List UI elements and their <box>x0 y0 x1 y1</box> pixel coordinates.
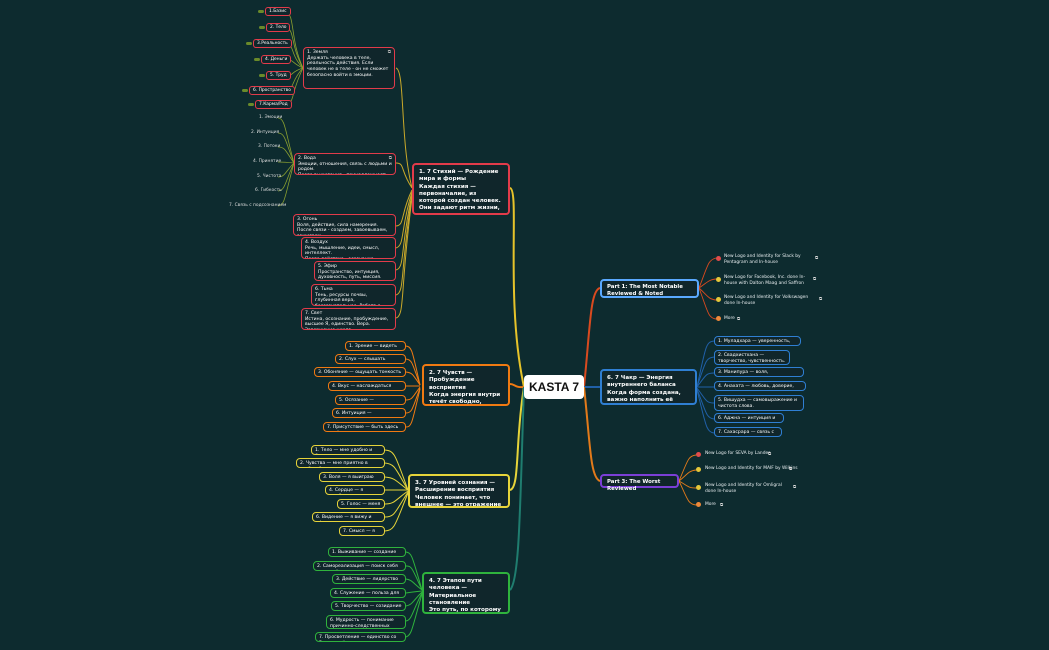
sense-item-2[interactable]: 2. Слух — слышать интуицию. <box>335 354 406 364</box>
level-item-2[interactable]: 2. Чувства — мне приятно в своём образе. <box>296 458 385 468</box>
part3-leaf-3[interactable]: New Logo and Identity for Omligral done … <box>705 483 782 494</box>
external-link-icon[interactable]: ⧉ <box>737 317 741 322</box>
stage-item-2[interactable]: 2. Самореализация — поиск себя и знаний. <box>313 561 406 571</box>
sense-item-7[interactable]: 7. Присутствие — быть здесь и сейчас. <box>323 422 406 432</box>
sense-item-1[interactable]: 1. Зрение — видеть суть. <box>345 341 406 351</box>
part3-leaf-4[interactable]: More <box>705 502 716 507</box>
level-item-7[interactable]: 7. Смысл — я целостен. <box>339 526 385 536</box>
earth-tag-5[interactable]: 5. Труд <box>266 71 291 80</box>
water-leaf-1[interactable]: 1. Эмоции <box>259 115 283 120</box>
external-link-icon[interactable]: ⧉ <box>819 297 823 302</box>
node-earth[interactable]: ⧉1. Земля Держать человека в теле, реаль… <box>303 47 395 89</box>
level-item-6[interactable]: 6. Видение — я вижу и сформировано. <box>312 512 385 522</box>
sense-item-4[interactable]: 4. Вкус — наслаждаться жизнью. <box>328 381 406 391</box>
branch-path-stages[interactable]: 4. 7 Этапов пути человека — Материальное… <box>422 572 510 614</box>
part1-leaf-2[interactable]: New Logo for Facebook, Inc. done In-hous… <box>724 275 806 286</box>
external-link-icon[interactable]: ⧉ <box>793 485 797 490</box>
stage-item-6[interactable]: 6. Мудрость — понимание причинно-следств… <box>326 615 406 629</box>
earth-tag-7[interactable]: 7.Карма/Род <box>255 100 292 109</box>
stage-item-7[interactable]: 7. Просветление — единство со Вселенной. <box>315 632 406 642</box>
water-leaf-6[interactable]: 6. Гибкость <box>255 188 282 193</box>
stage-item-4[interactable]: 4. Служение — польза для других. <box>330 588 406 598</box>
sense-item-5[interactable]: 5. Осязание — чувствовать тело. <box>335 395 406 405</box>
external-link-icon[interactable]: ⧉ <box>815 256 819 261</box>
branch-consciousness[interactable]: 3. 7 Уровней сознания — Расширение воспр… <box>408 474 510 508</box>
part3-leaf-1[interactable]: New Logo for SEVA by Lander <box>705 451 771 456</box>
chakra-item-6[interactable]: 6. Аджна — интуиция и видение. <box>714 413 784 423</box>
sense-item-3[interactable]: 3. Обоняние — ощущать тонкость мира. <box>314 367 406 377</box>
external-link-icon[interactable]: ⧉ <box>813 277 817 282</box>
node-water-text: 2. Вода Эмоции, отношения, связь с людьм… <box>298 156 392 174</box>
part1-leaf-1[interactable]: New Logo and Identity for Slack by Penta… <box>724 254 801 265</box>
external-link-icon[interactable]: ⧉ <box>789 467 793 472</box>
branch-senses[interactable]: 2. 7 Чувств — Пробуждение восприятия Ког… <box>422 364 510 406</box>
earth-tag-2[interactable]: 2. Тело <box>266 23 291 32</box>
earth-tag-3[interactable]: 3.Реальность <box>253 39 292 48</box>
part1-leaf-3[interactable]: New Logo and Identity for Volkswagen don… <box>724 295 809 306</box>
chakra-item-1[interactable]: 1. Муладхара — уверенность, опора. <box>714 336 801 346</box>
root-topic[interactable]: KASTA 7 <box>524 375 584 399</box>
branch-part3[interactable]: Part 3: The Worst Reviewed <box>600 474 679 492</box>
earth-tag-1[interactable]: 1.Базис <box>265 7 291 16</box>
external-link-icon[interactable]: ⧉ <box>388 156 392 161</box>
branch-chakras[interactable]: 6. 7 Чакр — Энергия внутреннего баланса … <box>600 369 697 405</box>
level-item-5[interactable]: 5. Голос — меня слышат. <box>337 499 385 509</box>
external-link-icon[interactable]: ⧉ <box>387 50 391 55</box>
water-leaf-2[interactable]: 2. Интуиция <box>251 130 280 135</box>
branch-elements[interactable]: 1. 7 Стихий — Рождение мира и формы Кажд… <box>412 163 510 215</box>
part3-leaf-2[interactable]: New Logo and Identity for MAIF by Wilkin… <box>705 466 798 471</box>
chakra-item-5[interactable]: 5. Вишудха — самовыражение и чистота сло… <box>714 395 804 411</box>
external-link-icon[interactable]: ⧉ <box>768 452 772 457</box>
sense-item-6[interactable]: 6. Интуиция — распознавать путь. <box>332 408 406 418</box>
node-dark[interactable]: 6. Тьма Тень, ресурсы почвы, глубинная в… <box>311 284 396 306</box>
node-air[interactable]: 4. Воздух Речь, мышление, идеи, смысл, и… <box>301 237 396 259</box>
level-item-1[interactable]: 1. Тело — мне удобно и безопасно. <box>311 445 385 455</box>
chakra-item-4[interactable]: 4. Анахата — любовь, доверие, гармония. <box>714 381 806 391</box>
water-leaf-5[interactable]: 5. Чистота <box>257 174 282 179</box>
chakra-item-2[interactable]: 2. Свадхистхана — творчество, чувственно… <box>714 350 790 365</box>
level-item-3[interactable]: 3. Воля — я выиграю как лидер. <box>319 472 385 482</box>
stage-item-5[interactable]: 5. Творчество — созидание нового. <box>331 601 406 611</box>
chakra-item-3[interactable]: 3. Манипура — воля, самоценность, огонь. <box>714 367 804 377</box>
branch-part1[interactable]: Part 1: The Most Notable Reviewed & Note… <box>600 279 699 298</box>
node-water[interactable]: ⧉2. Вода Эмоции, отношения, связь с людь… <box>294 153 396 175</box>
earth-tag-4[interactable]: 4. Деньги <box>261 55 292 64</box>
stage-item-1[interactable]: 1. Выживание — создание опоры. <box>328 547 406 557</box>
water-leaf-7[interactable]: 7. Связь с подсознанием <box>229 203 287 208</box>
water-leaf-3[interactable]: 3. Потоки <box>258 144 281 149</box>
water-leaf-4[interactable]: 4. Принятие <box>253 159 282 164</box>
node-light[interactable]: 7. Свет Истина, осознание, пробуждение, … <box>301 308 396 330</box>
node-earth-text: 1. Земля Держать человека в теле, реальн… <box>307 50 389 78</box>
part1-leaf-4[interactable]: More <box>724 316 735 321</box>
level-item-4[interactable]: 4. Сердце — я влюбен легко. <box>325 485 385 495</box>
stage-item-3[interactable]: 3. Действие — лидерство и воля. <box>332 574 406 584</box>
external-link-icon[interactable]: ⧉ <box>720 503 724 508</box>
node-fire[interactable]: 3. Огонь Воля, действие, сила намерения.… <box>293 214 396 236</box>
node-ether[interactable]: 5. Эфир Пространство, интуиция, духовнос… <box>314 261 396 281</box>
earth-tag-6[interactable]: 6. Пространство <box>249 86 295 95</box>
chakra-item-7[interactable]: 7. Сахасрара — связь с высшим. <box>714 427 782 437</box>
